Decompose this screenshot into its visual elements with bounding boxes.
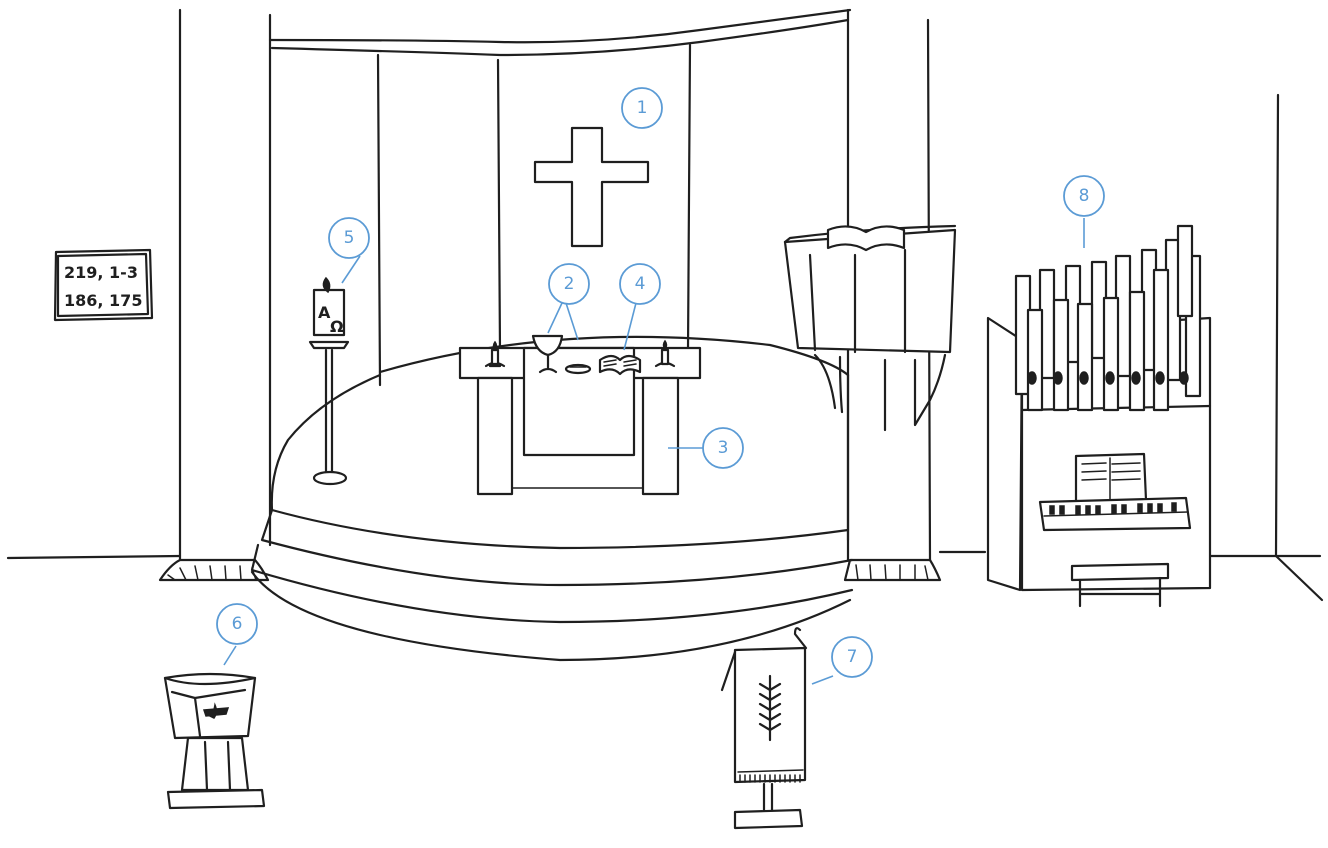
- pulpit: [785, 226, 955, 430]
- paschal-candle: A Ω: [310, 278, 348, 484]
- hymn-board-line2: 186, 175: [64, 291, 142, 310]
- omega-mark: Ω: [330, 317, 344, 336]
- lectern: [722, 628, 806, 828]
- callout-4: 4: [620, 264, 660, 304]
- callout-3: 3: [703, 428, 743, 468]
- callout-4-label: 4: [635, 274, 646, 294]
- left-pillar: [160, 10, 268, 580]
- hymn-board-line1: 219, 1-3: [64, 263, 138, 282]
- callout-5: 5: [329, 218, 369, 258]
- callout-2-label: 2: [564, 274, 575, 294]
- cross: [535, 128, 648, 246]
- altar: [460, 336, 700, 494]
- callout-8-label: 8: [1079, 186, 1090, 206]
- callout-1: 1: [622, 88, 662, 128]
- organ: [988, 226, 1210, 606]
- callout-5-label: 5: [344, 228, 355, 248]
- hymn-board: 219, 1-3 186, 175: [55, 250, 152, 320]
- callout-6: 6: [217, 604, 257, 644]
- callout-8: 8: [1064, 176, 1104, 216]
- callout-1-label: 1: [637, 98, 648, 118]
- callout-3-label: 3: [718, 438, 729, 458]
- baptismal-font: [165, 674, 264, 808]
- callout-7-label: 7: [847, 647, 858, 667]
- callout-7: 7: [832, 637, 872, 677]
- callout-2: 2: [549, 264, 589, 304]
- callout-6-label: 6: [232, 614, 243, 634]
